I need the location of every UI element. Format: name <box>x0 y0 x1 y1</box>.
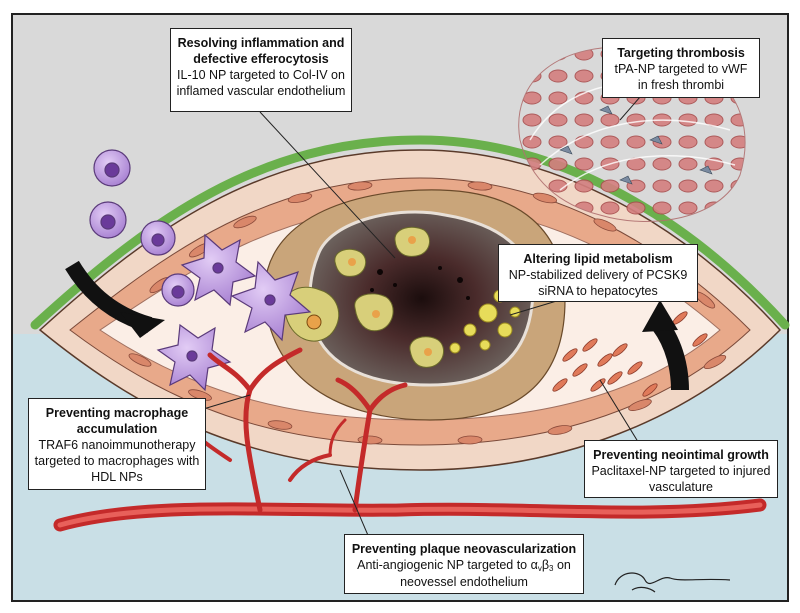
callout-neovascularization-line-2: neovessel endothelium <box>400 575 528 590</box>
callout-neovascularization-line-1-post: on <box>553 558 571 572</box>
callout-inflammation: Resolving inflammation and defective eff… <box>170 28 352 112</box>
callout-macrophage-line-3: HDL NPs <box>91 470 143 484</box>
arrow-neointimal-head <box>642 300 678 332</box>
artist-signature <box>614 572 731 593</box>
callout-inflammation-title-1: Resolving inflammation and <box>177 36 345 50</box>
callout-inflammation-line-2: inflamed vascular endothelium <box>176 84 346 98</box>
callout-thrombosis-line-1: tPA-NP targeted to vWF <box>614 62 748 76</box>
callout-neovascularization-title: Preventing plaque neovascularization <box>351 542 577 556</box>
callout-neointimal-line-2: vasculature <box>649 480 713 494</box>
callout-inflammation-title-2: defective efferocytosis <box>193 52 329 66</box>
alpha-subscript: v <box>537 564 542 573</box>
leader-lines <box>199 96 641 541</box>
callout-lipid-title: Altering lipid metabolism <box>523 252 673 266</box>
monocytes <box>89 149 195 307</box>
callout-lipid: Altering lipid metabolism NP-stabilized … <box>498 244 698 302</box>
callout-thrombosis: Targeting thrombosis tPA-NP targeted to … <box>602 38 760 98</box>
macrophages <box>156 233 312 392</box>
foam-cells <box>283 226 445 368</box>
callout-thrombosis-line-2: in fresh thrombi <box>637 78 725 92</box>
arrow-monocyte-infiltration-head <box>120 312 165 338</box>
callout-macrophage-line-1: TRAF6 nanoimmunotherapy <box>38 438 196 452</box>
callout-neointimal-line-1: Paclitaxel-NP targeted to injured <box>591 464 771 478</box>
callout-neointimal: Preventing neointimal growth Paclitaxel-… <box>584 440 778 498</box>
beta-subscript: 3 <box>549 564 554 573</box>
callout-inflammation-line-1: IL-10 NP targeted to Col-IV on <box>177 68 345 82</box>
callout-neointimal-title: Preventing neointimal growth <box>593 448 769 462</box>
callout-thrombosis-title: Targeting thrombosis <box>617 46 745 60</box>
callout-lipid-line-2: siRNA to hepatocytes <box>538 284 658 298</box>
figure-border <box>11 13 789 602</box>
callout-macrophage-title-2: accumulation <box>76 422 158 436</box>
beta-symbol: β <box>541 558 550 572</box>
callout-macrophage-title-1: Preventing macrophage <box>45 406 189 420</box>
callout-neovascularization-line-1: Anti-angiogenic NP targeted to αvβ3 on <box>349 557 579 574</box>
callout-neovascularization: Preventing plaque neovascularization Ant… <box>344 534 584 594</box>
necrotic-debris <box>370 266 470 300</box>
callout-macrophage-line-2: targeted to macrophages with <box>34 454 200 468</box>
callout-macrophage: Preventing macrophage accumulation TRAF6… <box>28 398 206 490</box>
callout-lipid-line-1: NP-stabilized delivery of PCSK9 <box>508 268 688 282</box>
callout-neovascularization-line-1-pre: Anti-angiogenic NP targeted to α <box>357 558 538 572</box>
